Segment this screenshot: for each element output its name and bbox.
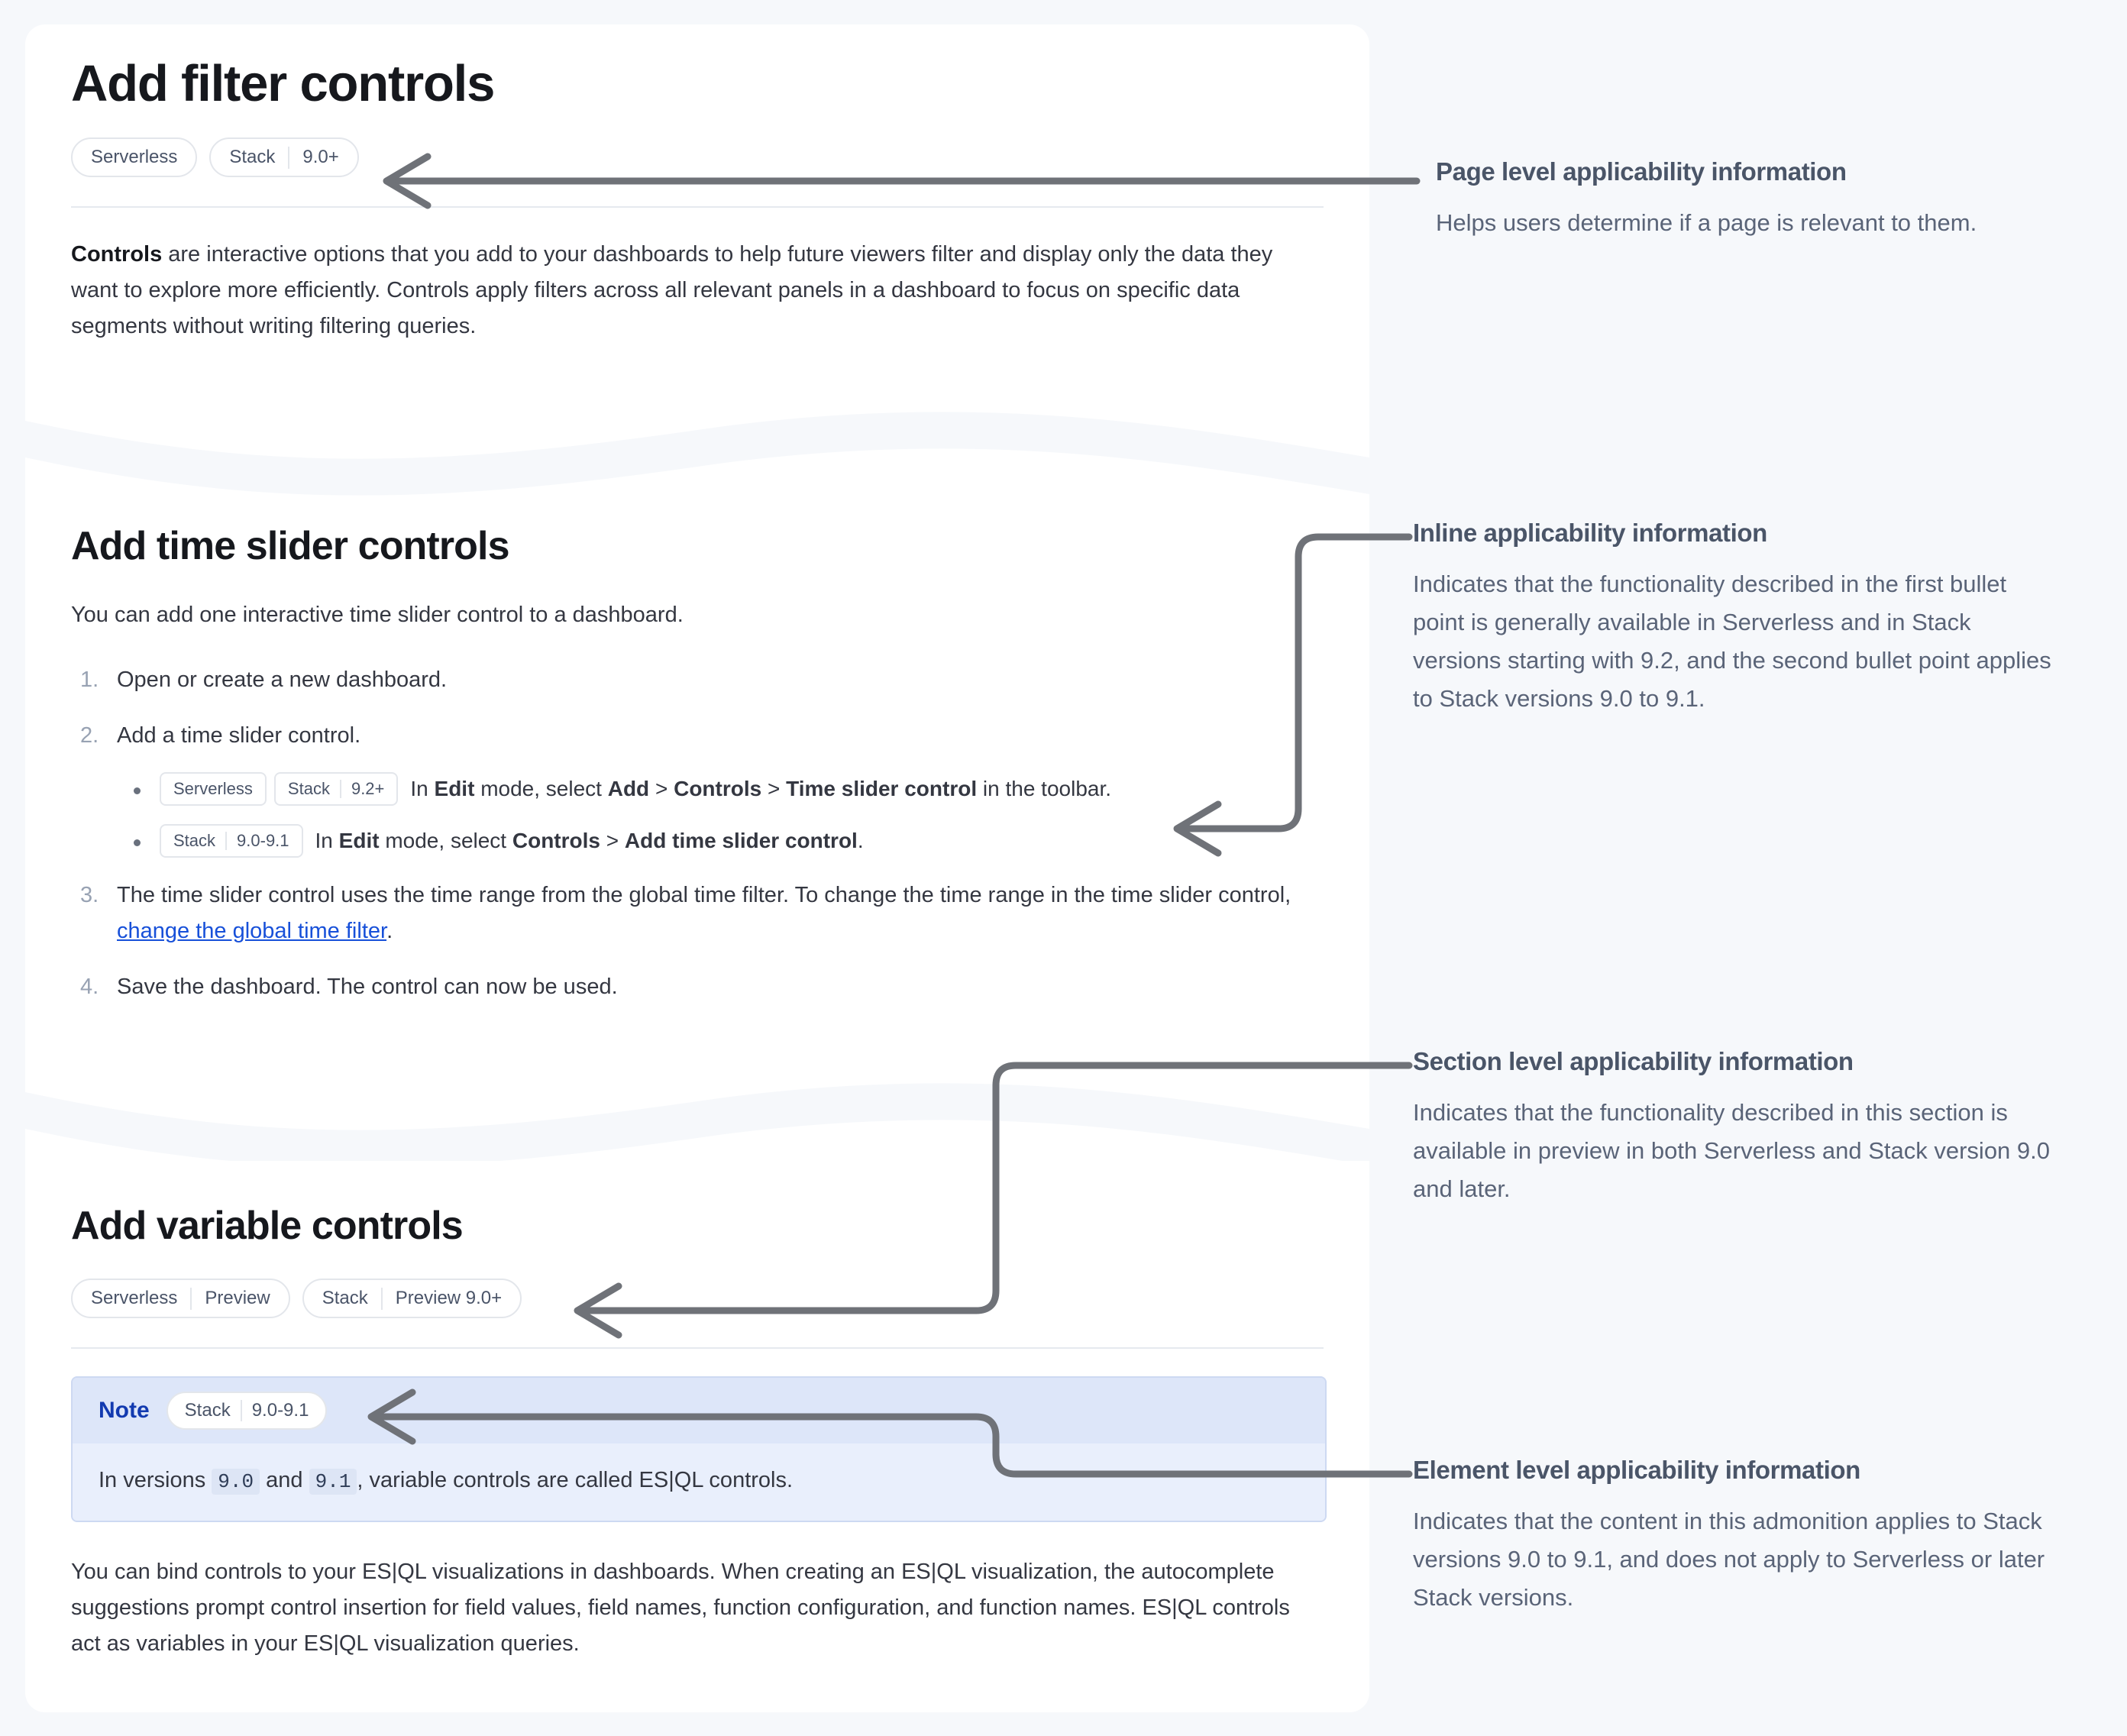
step-item: The time slider control uses the time ra… <box>80 878 1339 949</box>
note-badge-stack-range[interactable]: Stack 9.0-9.1 <box>166 1392 328 1431</box>
step-item: Open or create a new dashboard. <box>80 662 1339 698</box>
text-strong: Edit <box>434 777 475 801</box>
annotation-body: Helps users determine if a page is relev… <box>1436 209 1977 236</box>
time-slider-intro: You can add one interactive time slider … <box>71 603 684 628</box>
text-strong: Add time slider control <box>624 829 858 853</box>
text-strong: Time slider control <box>786 777 978 801</box>
variable-controls-section: Add variable controls Serverless Preview… <box>71 1204 1339 1662</box>
text-strong: Add <box>607 777 650 801</box>
step-text: Save the dashboard. The control can now … <box>117 975 618 1000</box>
badge-part-lifecycle: Preview <box>205 1288 270 1309</box>
badge-part-label: Serverless <box>173 779 253 799</box>
text-strong: Controls <box>674 777 762 801</box>
code-version-90: 9.0 <box>212 1469 260 1495</box>
note-title: Note <box>99 1398 150 1424</box>
section-heading-variable: Add variable controls <box>71 1204 464 1248</box>
note-admonition: Note Stack 9.0-9.1 In versions 9.0 and 9… <box>71 1376 1327 1523</box>
text-prefix: In <box>410 777 435 801</box>
badge-separator <box>288 146 290 169</box>
step-text-after-link: . <box>386 919 393 944</box>
annotation-section-level: Section level applicability information … <box>1413 1046 2054 1208</box>
note-text-mid: and <box>260 1468 309 1493</box>
annotation-body: Indicates that the functionality describ… <box>1413 1098 2051 1203</box>
inline-badge-stack-version[interactable]: Stack 9.2+ <box>273 772 399 807</box>
code-version-91: 9.1 <box>309 1469 357 1495</box>
step-text: Open or create a new dashboard. <box>117 668 448 693</box>
text-mid: mode, select <box>379 829 512 853</box>
badge-part-label: Stack <box>173 831 216 851</box>
time-slider-section: Add time slider controls You can add one… <box>71 524 1339 1025</box>
document-column: Add filter controls Serverless Stack 9.0… <box>25 24 1369 1712</box>
badge-part-label: Serverless <box>91 147 178 168</box>
badge-part-label: Stack <box>229 147 276 168</box>
step-text: Add a time slider control. <box>117 723 361 748</box>
text-mid: mode, select <box>474 777 608 801</box>
text-sep: > <box>761 777 787 801</box>
section-heading-time-slider: Add time slider controls <box>71 524 510 568</box>
annotation-body: Indicates that the functionality describ… <box>1413 570 2051 713</box>
sub-bullet-item: Serverless Stack 9.2+ In Edit mode, sele… <box>134 772 1339 807</box>
annotation-page-level: Page level applicability information Hel… <box>1436 157 2077 242</box>
intro-lead: Controls <box>71 242 163 267</box>
inline-badge-serverless[interactable]: Serverless <box>160 772 267 807</box>
note-text-prefix: In versions <box>99 1468 212 1493</box>
step-item: Save the dashboard. The control can now … <box>80 969 1339 1005</box>
badge-separator <box>190 1287 192 1310</box>
text-strong: Edit <box>338 829 380 853</box>
badge-separator <box>225 832 228 851</box>
annotation-title: Inline applicability information <box>1413 519 1767 547</box>
global-time-filter-link[interactable]: change the global time filter <box>117 919 387 944</box>
section-rule <box>71 1347 1324 1350</box>
page-applicability-badges: Serverless Stack 9.0+ <box>71 137 1339 178</box>
annotation-title: Section level applicability information <box>1413 1047 1854 1075</box>
badge-part-label: Stack <box>322 1288 368 1309</box>
badge-part-lifecycle-version: Preview 9.0+ <box>395 1288 503 1309</box>
badge-part-version: 9.0-9.1 <box>251 1400 309 1421</box>
sub-bullet-text: In Edit mode, select Controls > Add time… <box>315 825 864 857</box>
badge-part-version: 9.0-9.1 <box>237 831 289 851</box>
note-header: Note Stack 9.0-9.1 <box>73 1378 1325 1444</box>
badge-part-label: Stack <box>287 779 330 799</box>
doc-card-intro <box>25 24 1369 452</box>
intro-section: Add filter controls Serverless Stack 9.0… <box>71 55 1339 344</box>
badge-stack-preview-version[interactable]: Stack Preview 9.0+ <box>302 1279 522 1319</box>
badge-separator <box>339 780 341 799</box>
annotation-title: Element level applicability information <box>1413 1456 1860 1484</box>
intro-rest: are interactive options that you add to … <box>71 242 1273 339</box>
badge-part-version: 9.2+ <box>351 779 385 799</box>
annotation-title: Page level applicability information <box>1436 157 1847 186</box>
step-text-before-link: The time slider control uses the time ra… <box>117 883 1291 908</box>
annotation-element-level: Element level applicability information … <box>1413 1455 2054 1617</box>
section-applicability-badges: Serverless Preview Stack Preview 9.0+ <box>71 1279 1339 1319</box>
badge-serverless[interactable]: Serverless <box>71 137 198 178</box>
text-prefix: In <box>315 829 339 853</box>
note-text-suffix: , variable controls are called ES|QL con… <box>357 1468 794 1493</box>
text-strong: Controls <box>512 829 600 853</box>
badge-separator <box>380 1287 383 1310</box>
note-body: In versions 9.0 and 9.1, variable contro… <box>73 1443 1325 1521</box>
text-sep: > <box>600 829 625 853</box>
sub-bullet-text: In Edit mode, select Add > Controls > Ti… <box>410 773 1111 805</box>
text-sep: > <box>649 777 674 801</box>
sub-bullet-item: Stack 9.0-9.1 In Edit mode, select Contr… <box>134 824 1339 858</box>
inline-badge-stack-range[interactable]: Stack 9.0-9.1 <box>160 824 303 858</box>
badge-part-label: Stack <box>184 1400 231 1421</box>
text-suffix: in the toolbar. <box>977 777 1112 801</box>
variable-controls-paragraph: You can bind controls to your ES|QL visu… <box>71 1560 1290 1657</box>
header-rule <box>71 206 1324 209</box>
badge-part-label: Serverless <box>91 1288 178 1309</box>
step-sub-bullets: Serverless Stack 9.2+ In Edit mode, sele… <box>117 772 1339 858</box>
text-suffix: . <box>857 829 864 853</box>
badge-stack-version[interactable]: Stack 9.0+ <box>209 137 359 178</box>
annotation-body: Indicates that the content in this admon… <box>1413 1507 2045 1612</box>
page-title: Add filter controls <box>71 55 495 112</box>
annotation-inline: Inline applicability information Indicat… <box>1413 518 2054 718</box>
badge-serverless-preview[interactable]: Serverless Preview <box>71 1279 290 1319</box>
time-slider-steps: Open or create a new dashboard. Add a ti… <box>71 662 1339 1005</box>
step-item: Add a time slider control. Serverless St… <box>80 718 1339 858</box>
badge-separator <box>240 1400 242 1421</box>
intro-paragraph: Controls are interactive options that yo… <box>71 237 1324 344</box>
badge-part-version: 9.0+ <box>302 147 339 168</box>
